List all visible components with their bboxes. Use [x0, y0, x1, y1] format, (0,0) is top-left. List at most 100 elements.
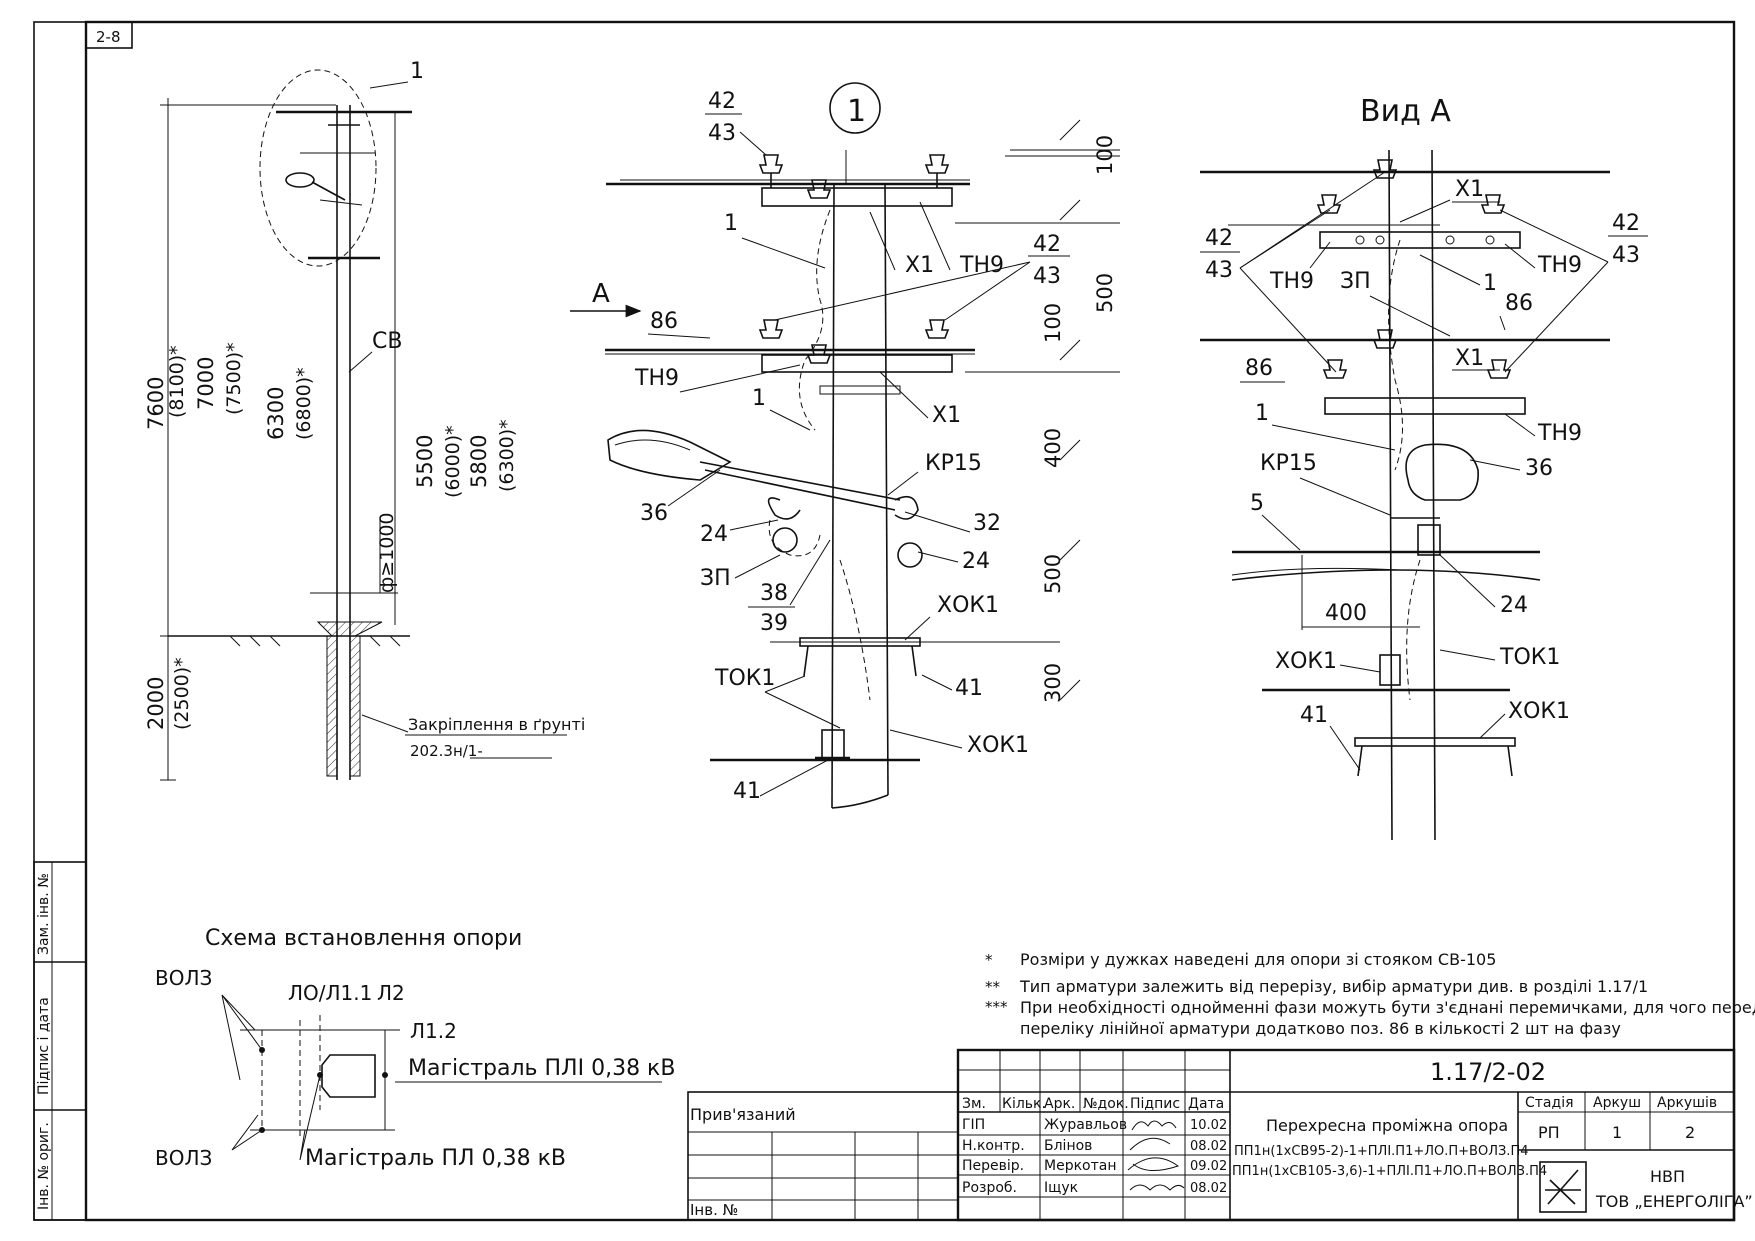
scheme-title: Схема встановлення опори [205, 926, 522, 951]
callout-1-label: 1 [410, 59, 424, 84]
insulator-icon [1316, 194, 1342, 214]
label-86: 86 [650, 309, 678, 334]
ground-hatch [229, 635, 401, 647]
clamp-41 [1379, 654, 1401, 686]
label-tok1: ТОК1 [1499, 645, 1560, 670]
stamp-inv-orig: Інв. № ориг. [36, 1122, 52, 1210]
view-a-title: Вид А [1360, 94, 1451, 129]
signature-mark [1131, 1120, 1177, 1131]
insulator-icon [1486, 359, 1512, 379]
scheme-l-top: ЛО/Л1.1 [288, 981, 372, 1005]
scheme-main-top: Магістраль ПЛІ 0,38 кВ [408, 1056, 675, 1081]
stage-value: РП [1538, 1123, 1560, 1142]
dim-500: 500 [1041, 554, 1065, 594]
date-gip: 10.02 [1190, 1118, 1227, 1133]
label-41-right: 41 [955, 676, 983, 701]
dim-6300: 6300 [264, 387, 288, 440]
name-gip: Журавльов [1044, 1117, 1127, 1133]
callout-circle [259, 69, 377, 267]
label-tok1: ТОК1 [714, 666, 775, 691]
sheet-header: Аркуш [1593, 1095, 1641, 1111]
crossarm-lower [761, 354, 953, 373]
label-86-left: 86 [1245, 356, 1273, 381]
stamp-zam-inv: Зам. інв. № [36, 873, 52, 955]
label-1-upper: 1 [724, 211, 738, 236]
label-42-right: 42 [1612, 211, 1640, 236]
dim-2000: 2000 [144, 677, 168, 730]
label-xok1-upper: ХОК1 [937, 593, 999, 618]
dim-300: 300 [1041, 663, 1065, 703]
insulator-icon [1372, 159, 1398, 179]
dim-5800: 5800 [467, 435, 491, 488]
right-view: Вид А 400 X1 [1200, 94, 1648, 841]
label-42-mid: 42 [1033, 232, 1061, 257]
insulator-icon [924, 154, 950, 174]
clamp-24-icon [1417, 524, 1441, 556]
label-x1-upper: X1 [905, 253, 934, 278]
insulator-icon [806, 344, 832, 364]
dim-7000: 7000 [194, 357, 218, 410]
foundation-fill-left [326, 635, 338, 777]
label-3p: ЗП [700, 566, 731, 591]
inv-label: Інв. № [690, 1201, 738, 1219]
foundation-doc: 202.3н/1- [410, 742, 483, 760]
note-3-cont: переліку лінійної арматури додатково поз… [1020, 1019, 1621, 1038]
hdr-ark: Арк. [1044, 1096, 1075, 1112]
hdr-zm: Зм. [962, 1096, 986, 1112]
sheet-value: 1 [1612, 1123, 1622, 1142]
insulator-icon [924, 319, 950, 339]
hdr-pidpys: Підпис [1130, 1096, 1180, 1112]
drawing-code: 1.17/2-02 [1430, 1058, 1546, 1086]
notes: * Розміри у дужках наведені для опори зі… [985, 950, 1755, 1038]
label-x1-lower: X1 [1455, 346, 1484, 371]
dim-400: 400 [1041, 428, 1065, 468]
label-39: 39 [760, 611, 788, 636]
hdr-data: Дата [1188, 1096, 1224, 1112]
label-kp15: КР15 [1260, 451, 1317, 476]
insulator-icon [1480, 194, 1506, 214]
insulator-42-icon [758, 154, 784, 174]
crossarm-upper [761, 187, 953, 207]
side-stamp: Зам. інв. № Підпис і дата Інв. № ориг. [33, 861, 87, 1221]
lamp-bracket [699, 461, 901, 501]
street-lamp-icon [285, 172, 315, 188]
label-5: 5 [1250, 491, 1264, 516]
label-42-left: 42 [1205, 226, 1233, 251]
label-36: 36 [640, 501, 668, 526]
label-x1-upper: X1 [1455, 177, 1484, 202]
label-th9-mid: ТН9 [634, 366, 679, 391]
date-rozrob: 08.02 [1190, 1181, 1227, 1196]
label-24-right: 24 [962, 549, 990, 574]
insulator-icon [1372, 329, 1398, 349]
label-43-right: 43 [1612, 243, 1640, 268]
label-32: 32 [973, 511, 1001, 536]
clamp-icon [772, 527, 798, 553]
org-line-1: НВП [1650, 1167, 1685, 1186]
sheets-value: 2 [1685, 1123, 1695, 1142]
crossarm-lower [1324, 397, 1526, 415]
label-xok1-lower: ХОК1 [1508, 699, 1570, 724]
dim-7500: (7500)* [223, 342, 245, 415]
note-2: Тип арматури залежить від перерізу, вибі… [1019, 977, 1648, 996]
role-rozrob: Розроб. [962, 1180, 1017, 1196]
name-rozrob: Іщук [1044, 1180, 1078, 1196]
svg-text:***: *** [985, 998, 1008, 1016]
drawing-title: Перехресна проміжна опора [1266, 1116, 1508, 1135]
clamp-icon [897, 542, 923, 568]
node-circle [829, 82, 881, 134]
label-th9-right: ТН9 [1537, 253, 1582, 278]
dim-6000: (6000)* [442, 425, 464, 498]
role-nkontr: Н.контр. [962, 1138, 1025, 1154]
company-logo-icon [1539, 1161, 1587, 1213]
name-perevir: Меркотан [1044, 1158, 1117, 1174]
dim-400-right: 400 [1325, 601, 1367, 626]
insulator-icon [758, 319, 784, 339]
sheet-tag: 2-8 [96, 28, 121, 46]
label-th9-left: ТН9 [1269, 269, 1314, 294]
label-86-right: 86 [1505, 291, 1533, 316]
role-perevir: Перевір. [962, 1158, 1024, 1174]
signature-mark [1129, 1184, 1185, 1191]
lamp-36-icon [1405, 443, 1479, 501]
pole-left [1388, 149, 1393, 841]
label-41: 41 [1300, 703, 1328, 728]
